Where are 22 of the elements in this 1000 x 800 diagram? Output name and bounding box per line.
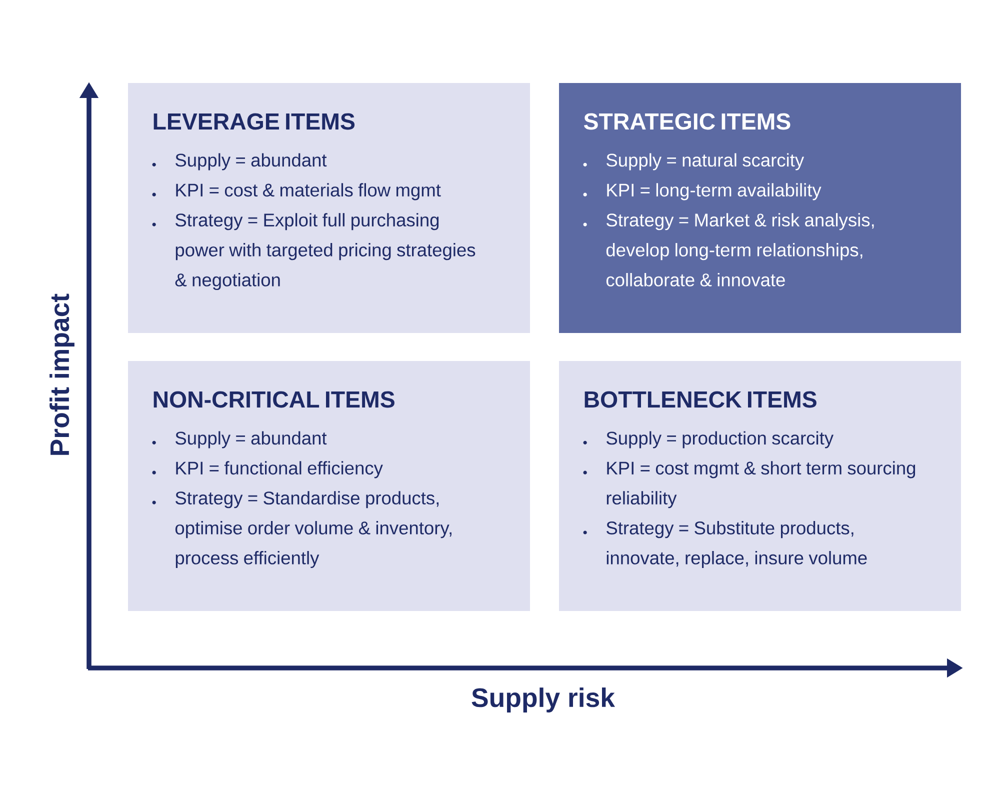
heading: NON-CRITICAL ITEMS [154, 391, 394, 408]
quadrant-box [128, 83, 530, 333]
axis-label: Profit impact [50, 294, 74, 455]
bullet-text: KPI = long-term availability [607, 183, 822, 200]
quadrant-box [128, 361, 530, 611]
bullet-text: Supply = abundant [176, 431, 327, 448]
bullet-text: Strategy = Exploit full purchasing power with targeted pricing strategies & negotiation [175, 213, 476, 290]
quadrant-box [559, 83, 961, 333]
axis-label: Supply risk [472, 688, 616, 712]
bullet-text: Strategy = Substitute products, innovate, replace, insure volume [606, 521, 867, 568]
heading: LEVERAGE ITEMS [154, 113, 355, 130]
heading: STRATEGIC ITEMS [584, 113, 790, 130]
bullet-text: KPI = cost & materials flow mgmt [176, 183, 441, 200]
quadrant-box [559, 361, 961, 611]
bullet-text: Strategy = Standardise products, optimise order volume & inventory, process efficiently [175, 491, 452, 568]
bullet-text: KPI = functional efficiency [176, 461, 383, 478]
bullet-text: Supply = production scarcity [606, 431, 834, 448]
bullet-text: Supply = abundant [176, 153, 327, 170]
bullet-text: KPI = cost mgmt & short term sourcing reliability [606, 461, 916, 508]
heading: BOTTLENECK ITEMS [584, 391, 816, 408]
bullet-text: Supply = natural scarcity [606, 153, 804, 170]
bullet-text: Strategy = Market & risk analysis, develop long-term relationships, collaborate & innovate [606, 213, 874, 286]
